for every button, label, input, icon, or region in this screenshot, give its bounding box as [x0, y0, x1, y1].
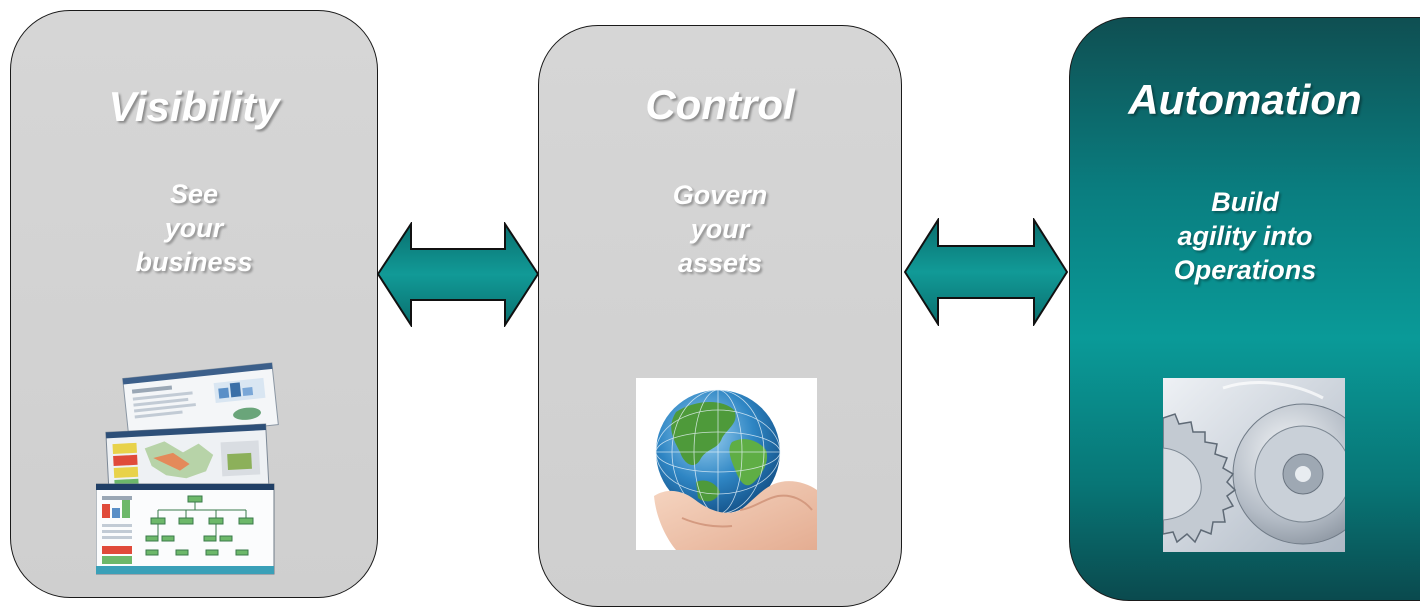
automation-title: Automation: [1128, 76, 1362, 123]
visibility-subtitle-line-2: your: [164, 213, 224, 243]
visibility-subtitle-line-3: business: [135, 247, 253, 277]
dashboard-screenshots-image: [96, 362, 279, 575]
double-headed-arrow-icon: [904, 218, 1068, 326]
automation-subtitle-line-3: Operations: [1173, 255, 1317, 285]
control-subtitle-line-3: assets: [677, 248, 763, 278]
visibility-subtitle: See your business: [11, 177, 377, 279]
visibility-title: Visibility: [108, 83, 280, 130]
gears-image: [1163, 378, 1345, 552]
double-headed-arrow-icon: [377, 222, 539, 327]
automation-subtitle-line-1: Build: [1211, 187, 1279, 217]
automation-subtitle: Build agility into Operations: [1070, 185, 1420, 287]
globe-in-hands-image: [636, 378, 817, 550]
visibility-subtitle-line-1: See: [169, 179, 219, 209]
automation-subtitle-line-2: agility into: [1177, 221, 1313, 251]
control-subtitle-line-2: your: [690, 214, 750, 244]
control-subtitle: Govern your assets: [539, 178, 901, 280]
control-subtitle-line-1: Govern: [672, 180, 768, 210]
control-title: Control: [645, 81, 795, 128]
